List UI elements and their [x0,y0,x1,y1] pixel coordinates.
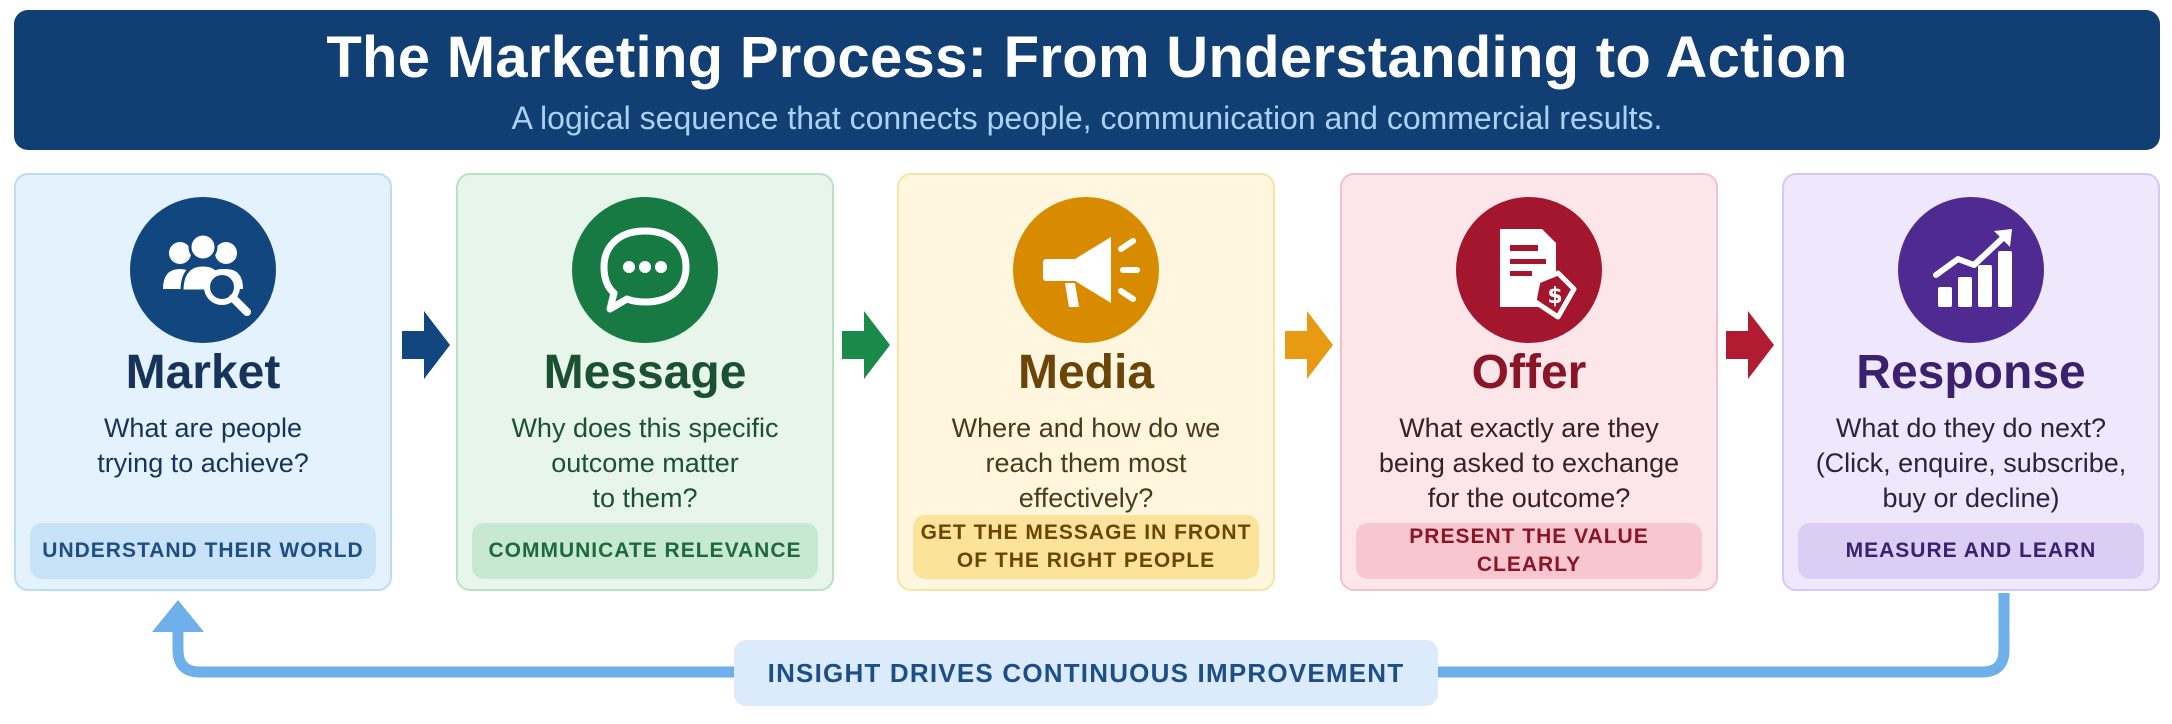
arrow-right-icon [1724,305,1776,385]
arrow-right-icon [840,305,892,385]
step-title: Response [1856,346,2086,399]
step-question: What are people trying to achieve? [97,413,309,478]
people-search-icon [130,197,276,343]
step-title: Market [125,346,281,399]
step-title: Media [1017,346,1155,399]
step-card-response: Response What do they do next? (Click, e… [1782,173,2160,591]
step-title: Message [543,346,747,399]
step-action-pill: COMMUNICATE RELEVANCE [472,523,818,579]
page-subtitle: A logical sequence that connects people,… [511,100,1663,136]
chat-bubble-icon [572,197,718,343]
step-card-message: Message Why does this specific outcome m… [456,173,834,591]
price-tag-document-icon: $ [1456,197,1602,343]
header-banner: The Marketing Process: From Understandin… [14,10,2160,150]
arrow-right-icon [400,305,452,385]
megaphone-icon [1013,197,1159,343]
step-card-offer: $ Offer What exactly are they being aske… [1340,173,1718,591]
step-card-market: Market What are people trying to achieve… [14,173,392,591]
step-title: Offer [1471,346,1587,399]
step-action-pill: PRESENT THE VALUE CLEARLY [1356,523,1702,579]
page-title: The Marketing Process: From Understandin… [326,25,1848,90]
step-question: Why does this specific outcome matter to… [511,413,779,513]
svg-text:$: $ [1547,284,1562,309]
step-card-media: Media Where and how do we reach them mos… [897,173,1275,591]
arrow-right-icon [1283,305,1335,385]
step-action-pill: GET THE MESSAGE IN FRONT OF THE RIGHT PE… [913,515,1259,579]
step-question: Where and how do we reach them most effe… [951,413,1221,513]
growth-chart-icon [1898,197,2044,343]
step-question: What exactly are they being asked to exc… [1378,413,1680,513]
step-action-pill: MEASURE AND LEARN [1798,523,2144,579]
loop-label: INSIGHT DRIVES CONTINUOUS IMPROVEMENT [734,640,1438,706]
step-action-pill: UNDERSTAND THEIR WORLD [30,523,376,579]
step-question: What do they do next? (Click, enquire, s… [1815,413,2127,513]
